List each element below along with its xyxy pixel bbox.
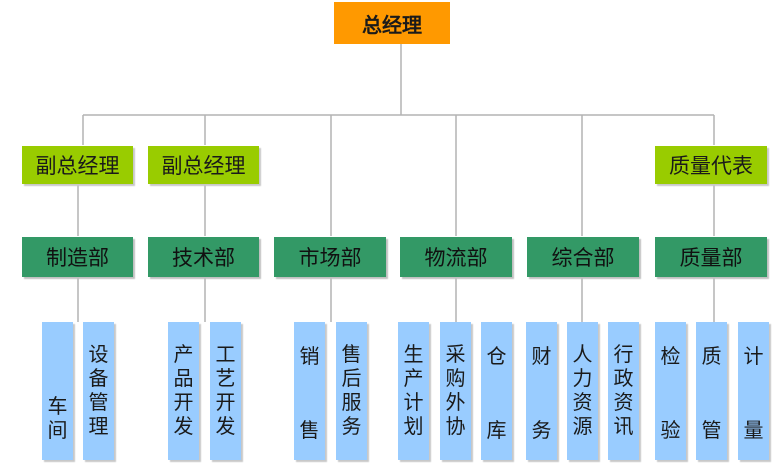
unit-char: 理 (88, 414, 109, 438)
unit-char: 产 (173, 342, 194, 366)
unit-char: 外 (445, 390, 466, 414)
unit-char: 人 (572, 342, 593, 366)
unit-char: 财 (531, 344, 552, 368)
vp-label: 副总经理 (161, 154, 246, 178)
unit-char: 发 (173, 414, 194, 438)
unit-char: 讯 (613, 414, 634, 438)
unit-char: 工 (215, 342, 236, 366)
unit-char: 检 (660, 344, 681, 368)
vp-label: 副总经理 (35, 154, 120, 178)
unit-char: 设 (88, 342, 109, 366)
unit-char: 计 (403, 390, 424, 414)
vp-label: 质量代表 (669, 154, 753, 178)
unit-char: 后 (341, 366, 362, 390)
unit-char: 量 (743, 418, 764, 442)
unit-box: 检 验 (655, 322, 686, 460)
quality-representative-box: 质量代表 (655, 146, 767, 184)
unit-char: 力 (572, 366, 593, 390)
dept-label: 质量部 (679, 246, 743, 270)
ceo-label: 总经理 (362, 12, 422, 37)
unit-box: 行 政 资 讯 (608, 322, 639, 460)
dept-label: 综合部 (551, 246, 615, 270)
unit-char: 发 (215, 414, 236, 438)
vp-box-technology: 副总经理 (148, 146, 259, 184)
dept-label: 市场部 (298, 246, 362, 270)
dept-box: 质量部 (655, 237, 767, 277)
unit-char: 库 (486, 418, 507, 442)
vp-box-manufacturing: 副总经理 (22, 146, 133, 184)
unit-box: 产 品 开 发 (168, 322, 199, 460)
unit-box: 财 务 (526, 322, 557, 460)
unit-char: 管 (701, 418, 722, 442)
unit-char: 划 (403, 414, 424, 438)
unit-char: 协 (445, 414, 466, 438)
unit-char: 仓 (486, 344, 507, 368)
unit-char: 管 (88, 390, 109, 414)
dept-label: 物流部 (424, 246, 488, 270)
unit-box: 生 产 计 划 (398, 322, 429, 460)
unit-char: 品 (173, 366, 194, 390)
ceo-box: 总经理 (334, 2, 450, 44)
unit-char: 质 (701, 344, 722, 368)
unit-char: 开 (173, 390, 194, 414)
dept-box: 综合部 (527, 237, 639, 277)
unit-char: 计 (743, 344, 764, 368)
unit-box: 车 间 (42, 322, 73, 460)
unit-char: 政 (613, 366, 634, 390)
dept-box: 物流部 (400, 237, 512, 277)
unit-char: 务 (341, 414, 362, 438)
dept-box: 制造部 (22, 237, 133, 277)
unit-char: 服 (341, 390, 362, 414)
unit-char: 备 (88, 366, 109, 390)
unit-char: 产 (403, 366, 424, 390)
unit-char: 售 (299, 418, 320, 442)
unit-char: 采 (445, 342, 466, 366)
unit-box: 仓 库 (481, 322, 512, 460)
dept-box: 技术部 (148, 237, 259, 277)
unit-box: 采 购 外 协 (440, 322, 471, 460)
unit-box: 计 量 (738, 322, 769, 460)
unit-char: 务 (531, 418, 552, 442)
unit-box: 质 管 (696, 322, 727, 460)
unit-char: 售 (341, 342, 362, 366)
unit-char: 车 (47, 394, 68, 418)
unit-box: 工 艺 开 发 (210, 322, 241, 460)
unit-box: 人 力 资 源 (567, 322, 598, 460)
unit-box: 设 备 管 理 (83, 322, 114, 460)
unit-char: 资 (613, 390, 634, 414)
dept-label: 技术部 (172, 246, 235, 270)
unit-box: 销 售 (294, 322, 325, 460)
unit-char: 购 (445, 366, 466, 390)
unit-char: 销 (299, 344, 320, 368)
unit-char: 行 (613, 342, 634, 366)
unit-char: 开 (215, 390, 236, 414)
dept-label: 制造部 (46, 246, 109, 270)
unit-box: 售 后 服 务 (336, 322, 367, 460)
unit-char: 间 (47, 418, 68, 442)
unit-char: 资 (572, 390, 593, 414)
dept-box: 市场部 (274, 237, 386, 277)
unit-char: 艺 (215, 366, 236, 390)
unit-char: 验 (660, 418, 681, 442)
unit-char: 源 (572, 414, 593, 438)
unit-char: 生 (403, 342, 424, 366)
